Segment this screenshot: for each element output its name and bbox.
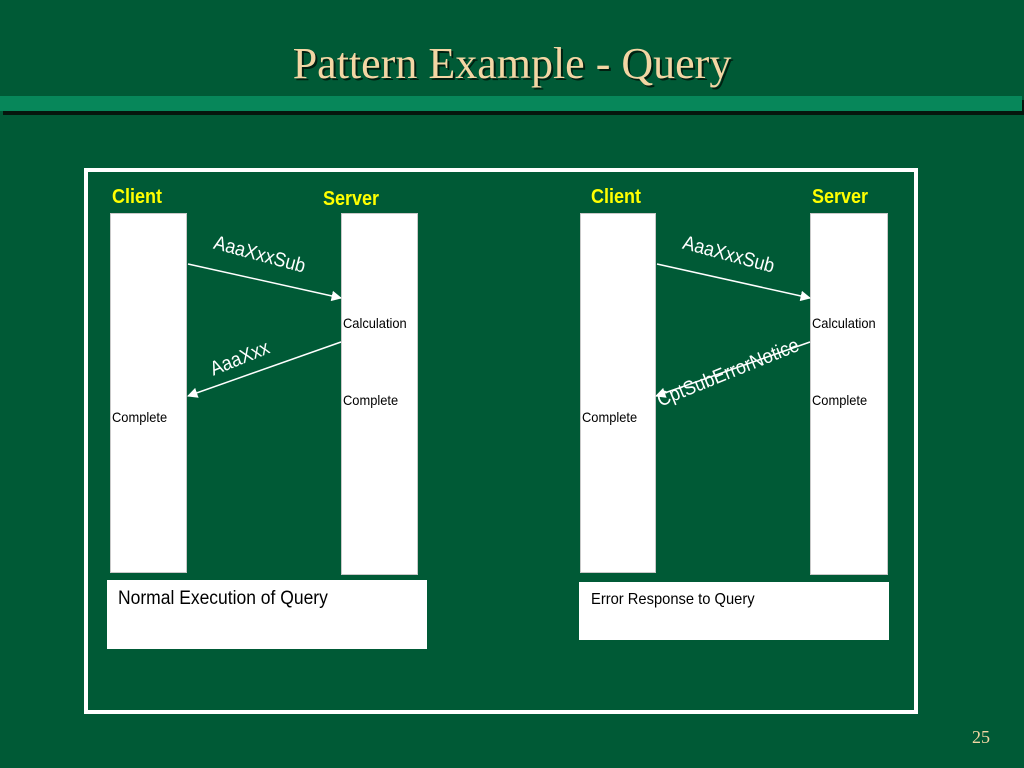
normal-caption: Normal Execution of Query [118,588,328,609]
normal-caption-box: Normal Execution of Query [107,580,427,649]
error-client-label: Client [591,186,642,208]
error-caption: Error Response to Query [591,591,755,608]
normal-request-arrow [187,263,343,302]
normal-response-arrow [187,341,342,398]
normal-client-complete: Complete [112,409,168,425]
normal-server-label: Server [323,188,380,210]
error-request-arrow [656,263,812,302]
normal-server-lifeline [341,213,418,575]
error-caption-box: Error Response to Query [579,582,889,640]
normal-server-calculation: Calculation [343,315,407,331]
title-rule [0,96,1022,111]
error-server-calculation: Calculation [812,315,876,331]
error-server-lifeline [810,213,888,575]
normal-server-complete: Complete [343,392,399,408]
error-response-arrow [655,341,811,398]
error-client-lifeline [580,213,656,573]
normal-client-label: Client [112,186,163,208]
error-client-complete: Complete [582,409,638,425]
normal-client-lifeline [110,213,187,573]
slide-title: Pattern Example - Query [292,39,732,88]
page-number: 25 [972,727,990,747]
error-server-label: Server [812,186,869,208]
error-server-complete: Complete [812,392,868,408]
diagram-frame [84,168,918,714]
